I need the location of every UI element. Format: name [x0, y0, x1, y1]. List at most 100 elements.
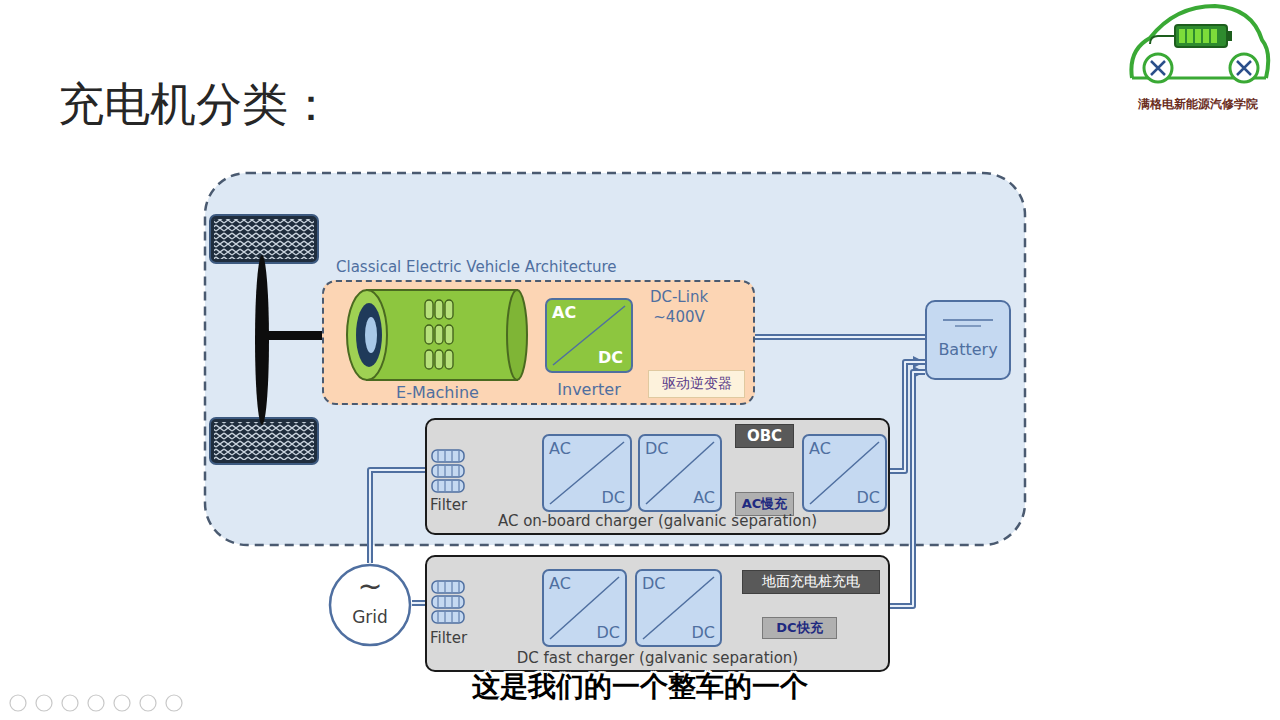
dc-ac-converter: DC AC	[638, 434, 722, 512]
onboard-charger-box-label: AC on-board charger (galvanic separation…	[427, 512, 888, 530]
drawing-part	[1150, 36, 1175, 44]
architecture-box: E-Machine ACDCInverter 驱动逆变器 Classical Elec…	[322, 258, 755, 405]
drawing-part	[114, 695, 130, 711]
drawing-part	[432, 581, 464, 593]
drawing-part	[459, 481, 460, 491]
drawing-part	[62, 695, 78, 711]
drawing-part	[367, 290, 517, 380]
slow-charge-tag-label: AC慢充	[736, 493, 793, 515]
drawing-part	[425, 325, 433, 344]
drawing-part	[445, 350, 453, 369]
drawing-part	[432, 480, 464, 492]
drawing-part	[445, 597, 446, 607]
filter: Filter	[430, 579, 474, 651]
subtitle-caption: 这是我们的一个整车的一个	[0, 668, 1280, 706]
ac-dc-converter: AC DC	[542, 434, 632, 512]
obc-tag: OBC	[735, 424, 794, 448]
drawing-part	[445, 612, 446, 622]
drawing-part	[445, 325, 453, 344]
connector-line	[887, 362, 925, 471]
inverter-box: ACDCInverter	[545, 298, 633, 403]
vehicle-region	[205, 173, 1025, 545]
drawing-part	[36, 695, 52, 711]
drawing-part	[452, 481, 453, 491]
drawing-part	[10, 695, 26, 711]
drawing-part	[140, 695, 156, 711]
wheel	[210, 215, 318, 263]
architecture-box-label: Classical Electric Vehicle Architecture	[336, 258, 617, 276]
converter-port-label: AC	[549, 439, 571, 458]
wheel-tread	[214, 219, 314, 259]
fast-charger-box-label: DC fast charger (galvanic separation)	[427, 649, 888, 667]
connector-line	[370, 470, 430, 563]
converter-port-label: DC	[857, 488, 881, 507]
drawing-part	[546, 299, 632, 372]
drawing-part	[438, 612, 439, 622]
drawing-part	[459, 612, 460, 622]
connector-line-core	[887, 362, 925, 471]
ac-dc-converter: AC DC	[542, 569, 627, 647]
drawing-part	[507, 290, 527, 380]
drawing-part	[425, 300, 433, 319]
converter-port-label: AC	[693, 488, 715, 507]
drawing-part	[435, 300, 443, 319]
drawing-part	[955, 325, 981, 326]
connector-line-core	[370, 470, 430, 563]
drawing-part	[432, 596, 464, 608]
drawing-part	[459, 597, 460, 607]
inverter-tag: 驱动逆变器	[648, 370, 745, 398]
drawing-part	[543, 570, 626, 646]
drawing-part	[1237, 61, 1251, 75]
drawing-part	[452, 597, 453, 607]
wheel-tread	[214, 422, 314, 460]
drawing-part	[438, 597, 439, 607]
drawing-part	[166, 695, 182, 711]
fast-charge-tag: DC快充	[762, 617, 837, 639]
charging-pile-tag: 地面充电桩充电	[742, 570, 880, 594]
drawing-part	[1211, 29, 1217, 43]
fast-charger-box: FilterACDCDCDC地面充电桩充电DC快充DC fast charger…	[425, 555, 890, 672]
grid-source-label: Grid	[328, 607, 412, 627]
converter-port-label: DC	[597, 623, 621, 642]
obc-tag-label: OBC	[736, 425, 793, 447]
drawing-part	[1195, 29, 1201, 43]
grid-source-label: ~	[328, 571, 412, 601]
drawing-part	[943, 319, 993, 321]
drawing-part	[445, 451, 446, 461]
onboard-charger-box: FilterACDCDCACOBCAC慢充ACDCAC on-board cha…	[425, 418, 890, 535]
drawing-part	[435, 325, 443, 344]
converter-port-label: AC	[549, 574, 571, 593]
drawing-part	[445, 481, 446, 491]
drawing-part	[803, 435, 886, 511]
converter-port-label: DC	[645, 439, 669, 458]
e-machine: E-Machine	[345, 288, 530, 403]
logo	[1131, 6, 1268, 82]
converter-port-label: DC	[602, 488, 626, 507]
toolbar-icons	[10, 695, 182, 711]
drawing-part	[452, 451, 453, 461]
drawing-part	[459, 582, 460, 592]
drawing-part	[445, 582, 446, 592]
battery-box: Battery	[925, 300, 1011, 380]
connector-pipe	[370, 470, 430, 563]
converter-port-label: DC	[642, 574, 666, 593]
drawing-part	[1179, 29, 1185, 43]
converter-port-label: AC	[809, 439, 831, 458]
dc-dc-converter: DCDC	[635, 569, 722, 647]
drawing-part	[1151, 61, 1165, 75]
drawing-part	[88, 695, 104, 711]
drawing-part	[425, 350, 433, 369]
drawing-part	[438, 582, 439, 592]
drawing-part	[452, 612, 453, 622]
drawing-part	[435, 350, 443, 369]
e-machine-label: E-Machine	[345, 383, 530, 402]
drawing-part	[452, 466, 453, 476]
battery-box-label: Battery	[925, 340, 1011, 359]
drawing-part	[636, 570, 721, 646]
drawing-part	[432, 611, 464, 623]
drawing-part	[926, 301, 1010, 379]
logo-text: 满格电新能源汽修学院	[1118, 96, 1278, 113]
drawing-part	[1187, 29, 1193, 43]
filter: Filter	[430, 448, 478, 520]
